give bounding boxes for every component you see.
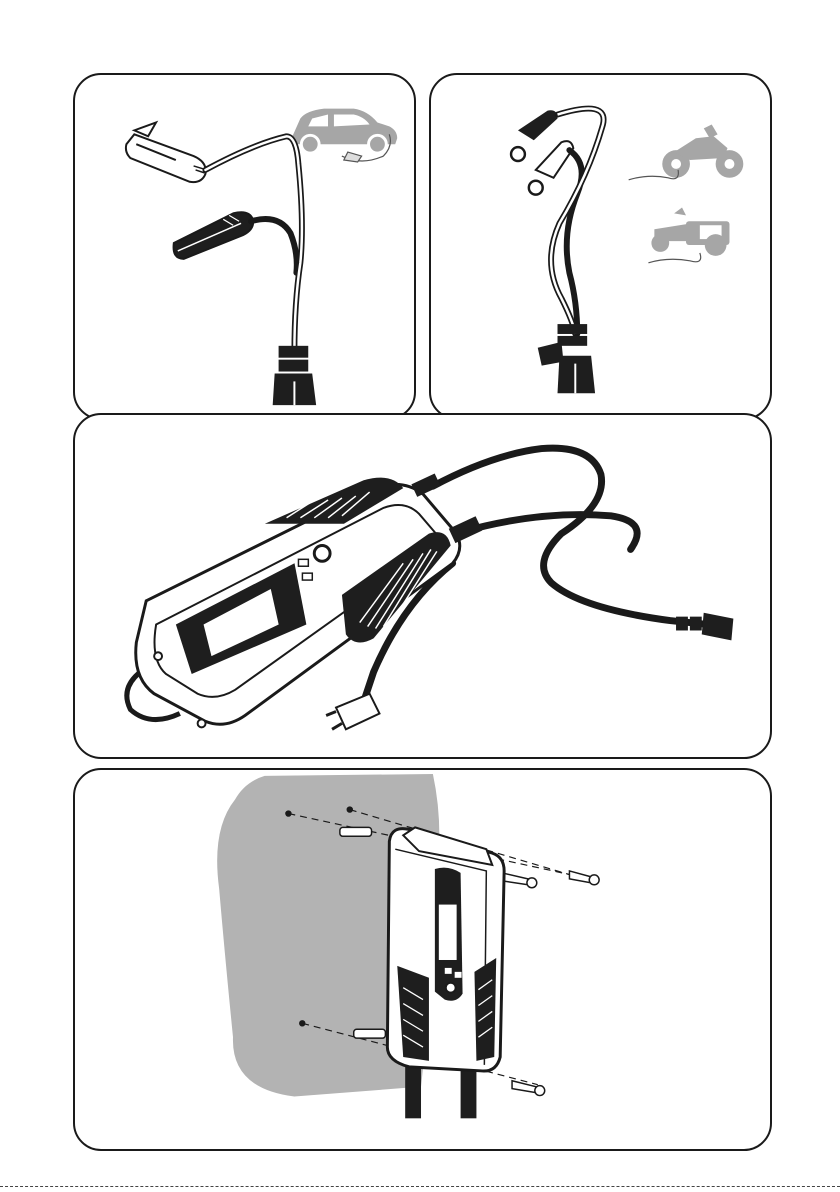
motorcycle-icon — [662, 124, 743, 177]
panel-eyelets-vehicles — [429, 73, 772, 420]
page-cut-line — [0, 1186, 840, 1187]
negative-clamp — [174, 212, 254, 259]
wall-mount-illustration — [75, 770, 770, 1149]
output-connector — [676, 613, 733, 641]
battery-charger-icon — [136, 473, 483, 727]
mains-plug-icon — [326, 694, 379, 730]
panel-charger-overview — [73, 413, 772, 759]
car-icon — [292, 109, 397, 153]
eyelets-illustration — [431, 75, 770, 418]
cable-connector — [273, 346, 316, 405]
cable-connector — [538, 324, 595, 393]
charger-illustration — [75, 415, 770, 757]
screw-icon — [502, 871, 599, 1096]
panel-wall-mounting — [73, 768, 772, 1151]
panel-clamps-car — [73, 73, 416, 420]
positive-clamp — [126, 122, 206, 182]
clamps-illustration — [75, 75, 414, 418]
lawn-tractor-icon — [651, 207, 729, 255]
